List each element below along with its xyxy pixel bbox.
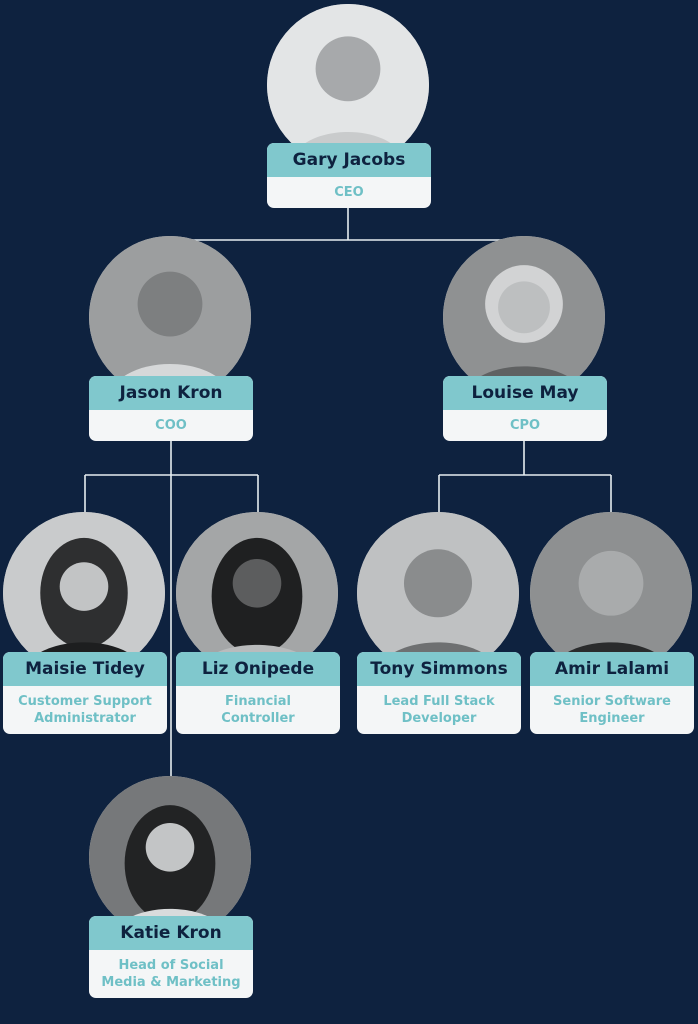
person-card: Liz Onipede Financial Controller [176, 652, 340, 734]
person-role: CPO [509, 418, 541, 433]
person-name: Tony Simmons [357, 652, 521, 686]
person-role: Financial Controller [221, 694, 295, 726]
person-card: Maisie Tidey Customer Support Administra… [3, 652, 167, 734]
person-card: Amir Lalami Senior Software Engineer [530, 652, 694, 734]
person-card: Gary Jacobs CEO [267, 143, 431, 208]
person-card: Louise May CPO [443, 376, 607, 441]
person-name: Louise May [443, 376, 607, 410]
person-name: Maisie Tidey [3, 652, 167, 686]
person-card: Jason Kron COO [89, 376, 253, 441]
person-card: Katie Kron Head of Social Media & Market… [89, 916, 253, 998]
person-role: CEO [334, 185, 364, 200]
person-role: Customer Support Administrator [18, 694, 152, 726]
person-photo [267, 4, 429, 166]
person-name: Katie Kron [89, 916, 253, 950]
person-name: Jason Kron [89, 376, 253, 410]
person-role: COO [155, 418, 187, 433]
person-role: Senior Software Engineer [553, 694, 671, 726]
person-role: Head of Social Media & Marketing [101, 958, 241, 990]
person-photo [89, 776, 251, 938]
person-name: Liz Onipede [176, 652, 340, 686]
person-role: Lead Full Stack Developer [383, 694, 495, 726]
person-card: Tony Simmons Lead Full Stack Developer [357, 652, 521, 734]
person-photo [530, 512, 692, 674]
person-name: Amir Lalami [530, 652, 694, 686]
person-photo [443, 236, 605, 398]
person-photo [89, 236, 251, 398]
person-photo [357, 512, 519, 674]
person-name: Gary Jacobs [267, 143, 431, 177]
person-photo [176, 512, 338, 674]
person-photo [3, 512, 165, 674]
